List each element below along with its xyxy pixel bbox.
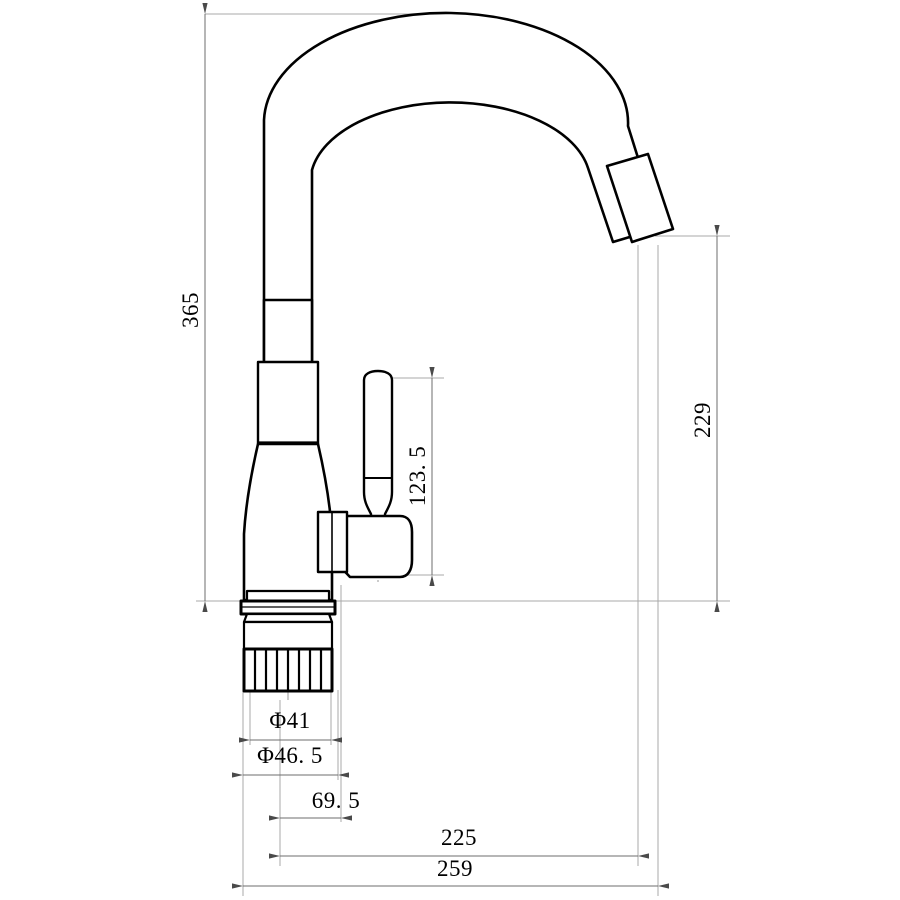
handle-boss bbox=[332, 514, 414, 579]
handle-lever-stem bbox=[362, 369, 394, 532]
dimension-lines bbox=[202, 3, 720, 889]
dim-label-base-inner-diameter: Φ41 bbox=[269, 708, 310, 733]
spout-outlet-nozzle bbox=[605, 152, 675, 244]
gooseneck-tube bbox=[262, 11, 662, 362]
base-shank bbox=[242, 620, 334, 652]
dim-label-spout-reach: 225 bbox=[441, 825, 477, 850]
dim-label-base-to-handle-reach: 69. 5 bbox=[312, 788, 361, 813]
base-band-chamfer bbox=[242, 612, 334, 624]
dim-label-handle-height: 123. 5 bbox=[405, 446, 430, 507]
dim-label-overall-width: 259 bbox=[437, 856, 473, 881]
dim-label-spout-outlet-height: 229 bbox=[690, 402, 715, 438]
dim-label-overall-height: 365 bbox=[178, 292, 203, 328]
body-collar-sleeve bbox=[256, 360, 320, 446]
knurl-ribs bbox=[253, 650, 323, 690]
riser-tube-upper bbox=[262, 298, 314, 366]
dim-label-base-outer-diameter: Φ46. 5 bbox=[257, 743, 323, 768]
faucet-outline bbox=[239, 11, 675, 693]
